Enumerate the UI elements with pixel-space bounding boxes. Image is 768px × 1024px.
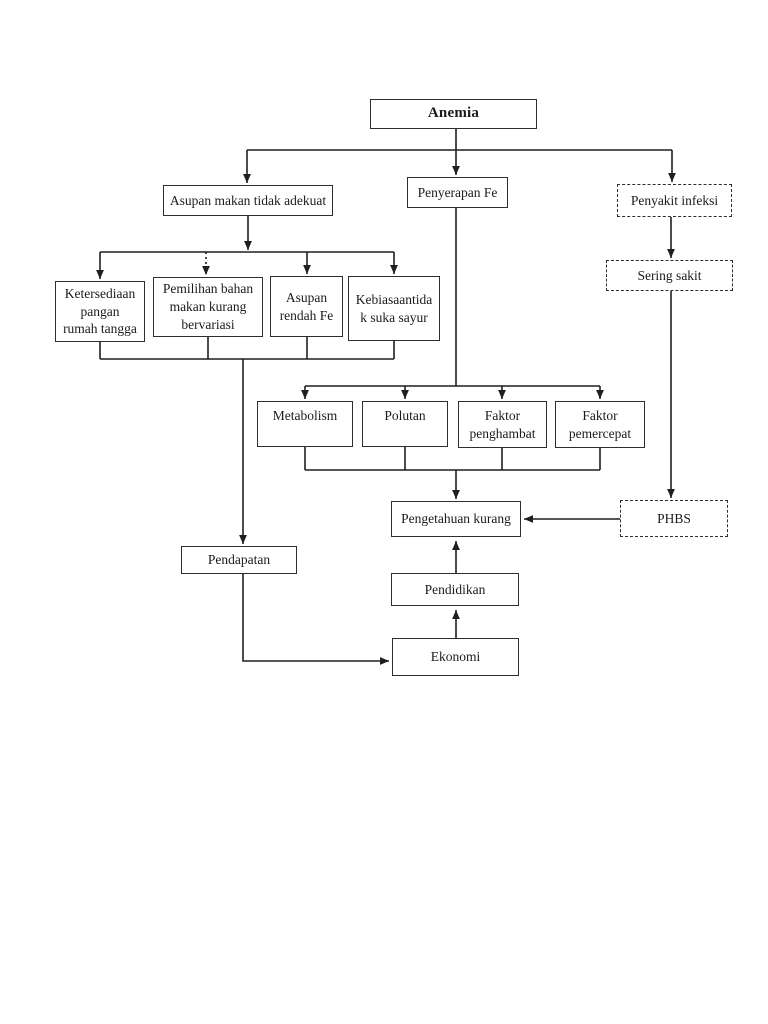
node-ekonomi: Ekonomi: [392, 638, 519, 676]
node-asupan-makan-label: Asupan makan tidak adekuat: [169, 192, 327, 208]
node-anemia: Anemia: [370, 99, 537, 129]
node-sering-sakit: Sering sakit: [606, 260, 733, 291]
edge-asupan-subcauses: [96, 216, 398, 279]
node-phbs: PHBS: [620, 500, 728, 537]
node-anemia-label: Anemia: [427, 105, 480, 122]
node-asupan-makan: Asupan makan tidak adekuat: [163, 185, 333, 216]
node-faktor-penghambat-label: Faktor penghambat: [469, 407, 536, 441]
node-penyakit-infeksi: Penyakit infeksi: [617, 184, 732, 217]
node-pendapatan: Pendapatan: [181, 546, 297, 574]
edge-anemia-branch: [243, 129, 676, 183]
node-faktor-pemercepat-label: Faktor pemercepat: [568, 407, 632, 441]
edge-penyerapan-factors: [301, 208, 604, 399]
node-pendidikan: Pendidikan: [391, 573, 519, 606]
node-pendidikan-label: Pendidikan: [424, 581, 486, 597]
node-pengetahuan-kurang-label: Pengetahuan kurang: [401, 511, 511, 527]
edge-subcauses-pendapatan: [99, 337, 395, 544]
node-kebiasaan: Kebiasaantida k suka sayur: [348, 276, 440, 341]
edge-ekonomi-chain: [242, 541, 460, 665]
node-faktor-pemercepat: Faktor pemercepat: [555, 401, 645, 448]
node-faktor-penghambat: Faktor penghambat: [458, 401, 547, 448]
node-polutan: Polutan: [362, 401, 448, 447]
edge-factors-pengetahuan: [304, 447, 601, 499]
node-asupan-rendah-fe-label: Asupan rendah Fe: [279, 289, 334, 323]
node-penyerapan-fe-label: Penyerapan Fe: [417, 184, 498, 200]
node-kebiasaan-label: Kebiasaantida k suka sayur: [355, 291, 433, 325]
node-penyakit-infeksi-label: Penyakit infeksi: [630, 192, 719, 208]
node-polutan-label: Polutan: [384, 408, 426, 423]
node-asupan-rendah-fe: Asupan rendah Fe: [270, 276, 343, 337]
node-pendapatan-label: Pendapatan: [207, 552, 271, 568]
node-metabolism-label: Metabolism: [272, 408, 338, 423]
node-pemilihan-label: Pemilihan bahan makan kurang bervariasi: [162, 281, 254, 332]
node-pengetahuan-kurang: Pengetahuan kurang: [391, 501, 521, 537]
node-sering-sakit-label: Sering sakit: [637, 267, 702, 283]
node-metabolism: Metabolism: [257, 401, 353, 447]
edge-infeksi-chain: [524, 217, 675, 523]
node-ekonomi-label: Ekonomi: [430, 649, 481, 665]
node-ketersediaan: Ketersediaan pangan rumah tangga: [55, 281, 145, 342]
node-ketersediaan-label: Ketersediaan pangan rumah tangga: [63, 285, 137, 337]
node-pemilihan: Pemilihan bahan makan kurang bervariasi: [153, 277, 263, 337]
node-phbs-label: PHBS: [657, 510, 691, 526]
node-penyerapan-fe: Penyerapan Fe: [407, 177, 508, 208]
